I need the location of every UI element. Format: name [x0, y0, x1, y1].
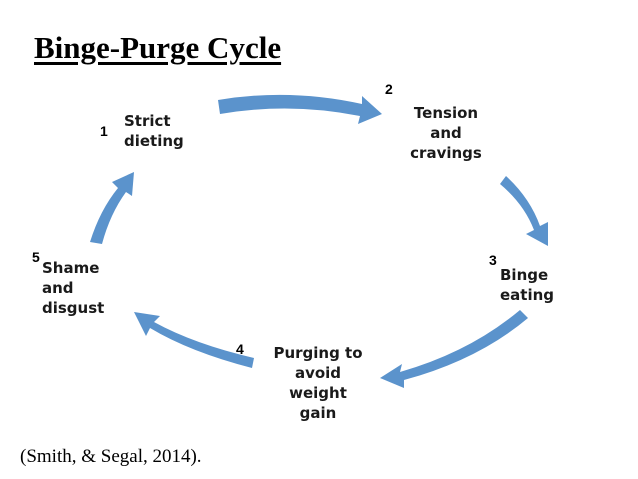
- step-label-line: Binge: [500, 266, 548, 284]
- step-number: 1: [100, 123, 108, 139]
- step-shame-and-disgust: 5 Shame and disgust: [32, 249, 104, 317]
- step-label-line: disgust: [42, 299, 104, 317]
- step-label-line: cravings: [410, 144, 482, 162]
- step-strict-dieting: 1 Strict dieting: [100, 112, 184, 150]
- arrow-dieting-to-tension: [218, 94, 382, 124]
- step-number: 2: [385, 81, 393, 97]
- step-label-line: Strict: [124, 112, 171, 130]
- step-label-line: avoid: [295, 364, 341, 382]
- step-label-line: dieting: [124, 132, 184, 150]
- step-label-line: weight: [289, 384, 347, 402]
- step-tension-and-cravings: 2 Tension and cravings: [385, 81, 482, 162]
- step-label-line: eating: [500, 286, 554, 304]
- citation: (Smith, & Segal, 2014).: [20, 446, 202, 467]
- step-label-line: Shame: [42, 259, 99, 277]
- step-label-line: Tension: [414, 104, 478, 122]
- step-label-line: and: [430, 124, 462, 142]
- step-label-line: Purging to: [273, 344, 362, 362]
- arrow-purging-to-shame: [134, 312, 254, 368]
- step-number: 5: [32, 249, 40, 265]
- diagram-title: Binge-Purge Cycle: [34, 30, 282, 65]
- arrow-shame-to-dieting: [90, 172, 134, 244]
- step-purging: 4 Purging to avoid weight gain: [236, 341, 363, 422]
- step-label-line: and: [42, 279, 74, 297]
- step-binge-eating: 3 Binge eating: [489, 252, 554, 304]
- step-label-line: gain: [300, 404, 337, 422]
- step-number: 3: [489, 252, 497, 268]
- arrow-tension-to-binge: [500, 176, 548, 246]
- step-number: 4: [236, 341, 244, 357]
- arrow-binge-to-purging: [380, 310, 528, 388]
